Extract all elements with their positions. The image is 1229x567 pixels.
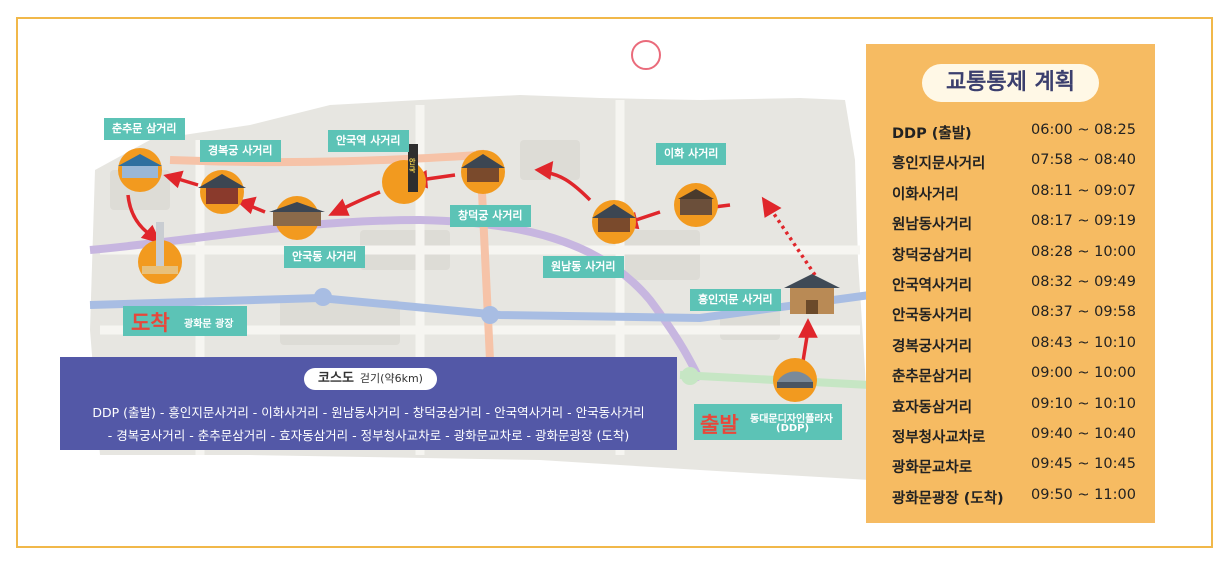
schedule-row: 효자동삼거리 09:10 ~ 10:10 — [892, 396, 1142, 426]
schedule-location: 흥인지문사거리 — [892, 156, 986, 173]
schedule-time: 09:00 ~ 10:00 — [1031, 365, 1136, 382]
schedule-time: 09:50 ~ 11:00 — [1031, 486, 1136, 503]
schedule-location: DDP (출발) — [892, 126, 972, 142]
anguk-sign — [408, 144, 418, 192]
arrival-box — [123, 306, 247, 336]
schedule-time: 09:10 ~ 10:10 — [1031, 395, 1136, 412]
schedule-location: 광화문교차로 — [892, 460, 973, 477]
course-route-line1: DDP (출발) - 흥인지문사거리 - 이화사거리 - 원남동사거리 - 창덕… — [92, 405, 645, 420]
departure-title: 출발 — [700, 413, 739, 437]
schedule-location: 안국역사거리 — [892, 278, 973, 294]
marker-changdeokgung — [461, 150, 505, 194]
arrival-place: 광화문 광장 — [184, 319, 234, 330]
schedule-time: 08:37 ~ 09:58 — [1031, 304, 1136, 321]
course-title: 코스도 — [318, 371, 354, 386]
traffic-schedule-panel: 교통통제 계획 DDP (출발) 06:00 ~ 08:25 흥인지문사거리 07:5… — [866, 44, 1155, 523]
label-wonnamdong: 원남동 사거리 — [543, 256, 624, 278]
schedule-location: 정부청사교차로 — [892, 430, 986, 446]
schedule-row: 춘추문삼거리 09:00 ~ 10:00 — [892, 365, 1142, 395]
schedule-location: 경복궁사거리 — [892, 338, 973, 355]
schedule-time: 08:17 ~ 09:19 — [1031, 213, 1136, 230]
schedule-location: 원남동사거리 — [892, 217, 973, 234]
deco-circle — [631, 40, 661, 70]
course-subtitle: 걷기(약6km) — [359, 372, 423, 385]
schedule-row: 안국역사거리 08:32 ~ 09:49 — [892, 274, 1142, 304]
schedule-row: 안국동사거리 08:37 ~ 09:58 — [892, 304, 1142, 334]
marker-ddp — [773, 358, 817, 402]
label-angukdong: 안국동 사거리 — [284, 246, 365, 268]
marker-wonnamdong — [592, 200, 636, 244]
anguk-sign-text: 안국 — [409, 158, 416, 174]
marker-heunginjimun — [784, 274, 840, 314]
marker-gyeongbokgung — [198, 170, 246, 214]
label-changdeokgung: 창덕궁 사거리 — [450, 205, 531, 227]
course-route-line2: - 경복궁사거리 - 춘추문삼거리 - 효자동삼거리 - 정부청사교차로 - 광… — [107, 428, 630, 443]
schedule-location: 광화문광장 (도착) — [892, 490, 1004, 507]
arrival-title: 도착 — [131, 311, 170, 335]
schedule-time: 09:45 ~ 10:45 — [1031, 456, 1136, 473]
departure-box — [694, 404, 842, 440]
label-heunginjimun: 흥인지문 사거리 — [690, 289, 781, 311]
schedule-time: 06:00 ~ 08:25 — [1031, 122, 1136, 138]
schedule-location: 안국동사거리 — [892, 308, 973, 325]
schedule-time: 09:40 ~ 10:40 — [1031, 426, 1136, 442]
schedule-row: 창덕궁삼거리 08:28 ~ 10:00 — [892, 244, 1142, 274]
marker-gwanghwamun — [138, 222, 182, 284]
marker-angukdong — [269, 196, 325, 240]
label-chunchumun: 춘추문 삼거리 — [104, 118, 185, 140]
schedule-location: 이화사거리 — [892, 186, 959, 203]
marker-anguk-station — [382, 160, 426, 204]
schedule-row: 광화문교차로 09:45 ~ 10:45 — [892, 456, 1142, 486]
station-dot — [481, 306, 499, 324]
departure-place-line1: 동대문디자인플라자 — [750, 414, 833, 425]
schedule-location: 효자동삼거리 — [892, 399, 973, 416]
marker-ihwa — [674, 183, 718, 227]
schedule-row: 이화사거리 08:11 ~ 09:07 — [892, 183, 1142, 213]
schedule-time: 08:28 ~ 10:00 — [1031, 243, 1136, 260]
schedule-time: 07:58 ~ 08:40 — [1031, 152, 1136, 169]
departure-place-line2: (DDP) — [776, 423, 810, 434]
schedule-row: 경복궁사거리 08:43 ~ 10:10 — [892, 335, 1142, 365]
label-ihwa: 이화 사거리 — [656, 143, 727, 165]
schedule-row: 정부청사교차로 09:40 ~ 10:40 — [892, 426, 1142, 456]
label-gyeongbokgung: 경복궁 사거리 — [200, 140, 281, 162]
schedule-row: 원남동사거리 08:17 ~ 09:19 — [892, 213, 1142, 243]
marker-chunchumun — [118, 148, 162, 192]
schedule-row: 광화문광장 (도착) 09:50 ~ 11:00 — [892, 487, 1142, 517]
schedule-location: 춘추문삼거리 — [892, 369, 973, 386]
label-anguk-station: 안국역 사거리 — [328, 130, 409, 152]
schedule-location: 창덕궁삼거리 — [892, 247, 973, 264]
course-panel: 코스도 걷기(약6km) DDP (출발) - 흥인지문사거리 - 이화사거리 -… — [60, 357, 677, 450]
schedule-time: 08:32 ~ 09:49 — [1031, 274, 1136, 290]
schedule-time: 08:11 ~ 09:07 — [1031, 182, 1136, 199]
station-dot — [681, 367, 699, 385]
course-pill: 코스도 걷기(약6km) — [304, 368, 437, 390]
station-dot — [314, 288, 332, 306]
schedule-time: 08:43 ~ 10:10 — [1031, 334, 1136, 351]
schedule-title: 교통통제 계획 — [922, 64, 1099, 102]
schedule-row: DDP (출발) 06:00 ~ 08:25 — [892, 122, 1142, 152]
schedule-row: 흥인지문사거리 07:58 ~ 08:40 — [892, 152, 1142, 182]
